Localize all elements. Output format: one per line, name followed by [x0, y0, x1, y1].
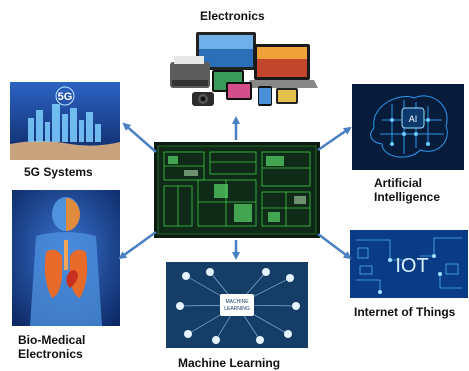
arrow-icon: [317, 126, 352, 152]
ml-network-image: MACHINE LEARNING: [166, 262, 308, 348]
5g-systems-label: 5G Systems: [24, 165, 93, 179]
iot-text: IOT: [395, 255, 428, 277]
chip-image: [154, 142, 320, 238]
electronics-image: [166, 26, 318, 110]
ml-text: MACHINE: [225, 299, 249, 305]
ai-brain-image: AI: [352, 84, 464, 170]
internet-of-things-label: Internet of Things: [354, 305, 456, 319]
ai-text: AI: [409, 114, 418, 124]
iot-image: IOT: [350, 230, 468, 298]
arrow-icon: [317, 233, 352, 260]
human-body-image: [12, 190, 120, 326]
5g-text: 5G: [58, 91, 73, 103]
bio-medical-electronics-label: Bio-Medical Electronics: [18, 333, 86, 361]
5g-city-image: 5G: [10, 82, 120, 160]
arrow-icon: [118, 230, 157, 260]
arrow-icon: [122, 122, 157, 153]
machine-learning-label: Machine Learning: [178, 356, 281, 370]
ml-text-2: LEARNING: [224, 306, 250, 312]
electronics-label: Electronics: [200, 9, 265, 23]
artificial-intelligence-label: Artificial Intelligence: [374, 176, 441, 204]
